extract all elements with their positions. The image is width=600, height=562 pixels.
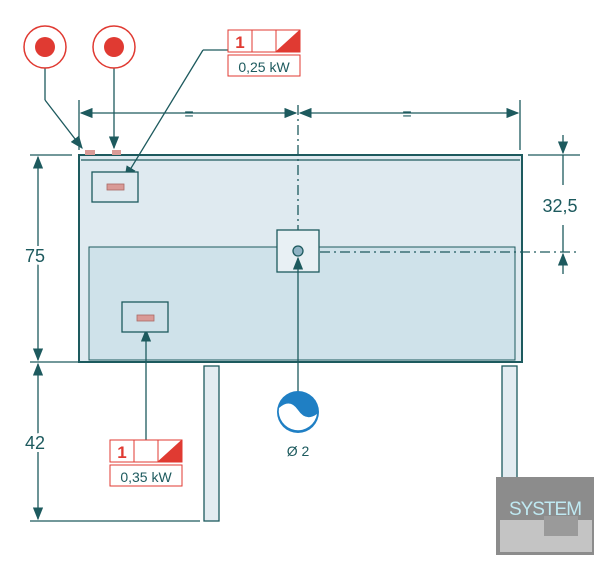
svg-text:SYSTEM: SYSTEM [509, 499, 581, 520]
dim-equal-left: = [184, 106, 193, 123]
system-logo: SYSTEM [496, 477, 594, 555]
heater-bottom-count: 1 [117, 443, 126, 462]
dim-tank-height: 75 [25, 246, 45, 266]
dim-leg-height: 42 [25, 433, 45, 453]
heater-bottom-spec [109, 439, 183, 487]
heater-top [91, 171, 139, 203]
heater-top-power: 0,25 kW [238, 59, 290, 75]
indicator-light-icon [23, 25, 67, 69]
heater-top-spec [227, 29, 301, 77]
indicator-light-icon [92, 25, 136, 69]
drain-label: Ø 2 [287, 443, 310, 459]
leg-left [203, 365, 220, 522]
water-drain-icon [277, 391, 319, 433]
heater-bottom [121, 301, 169, 333]
dim-equal-right: = [402, 106, 411, 123]
dim-drain-offset: 32,5 [542, 196, 577, 216]
heater-top-count: 1 [235, 33, 244, 52]
heater-bottom-power: 0,35 kW [120, 469, 172, 485]
